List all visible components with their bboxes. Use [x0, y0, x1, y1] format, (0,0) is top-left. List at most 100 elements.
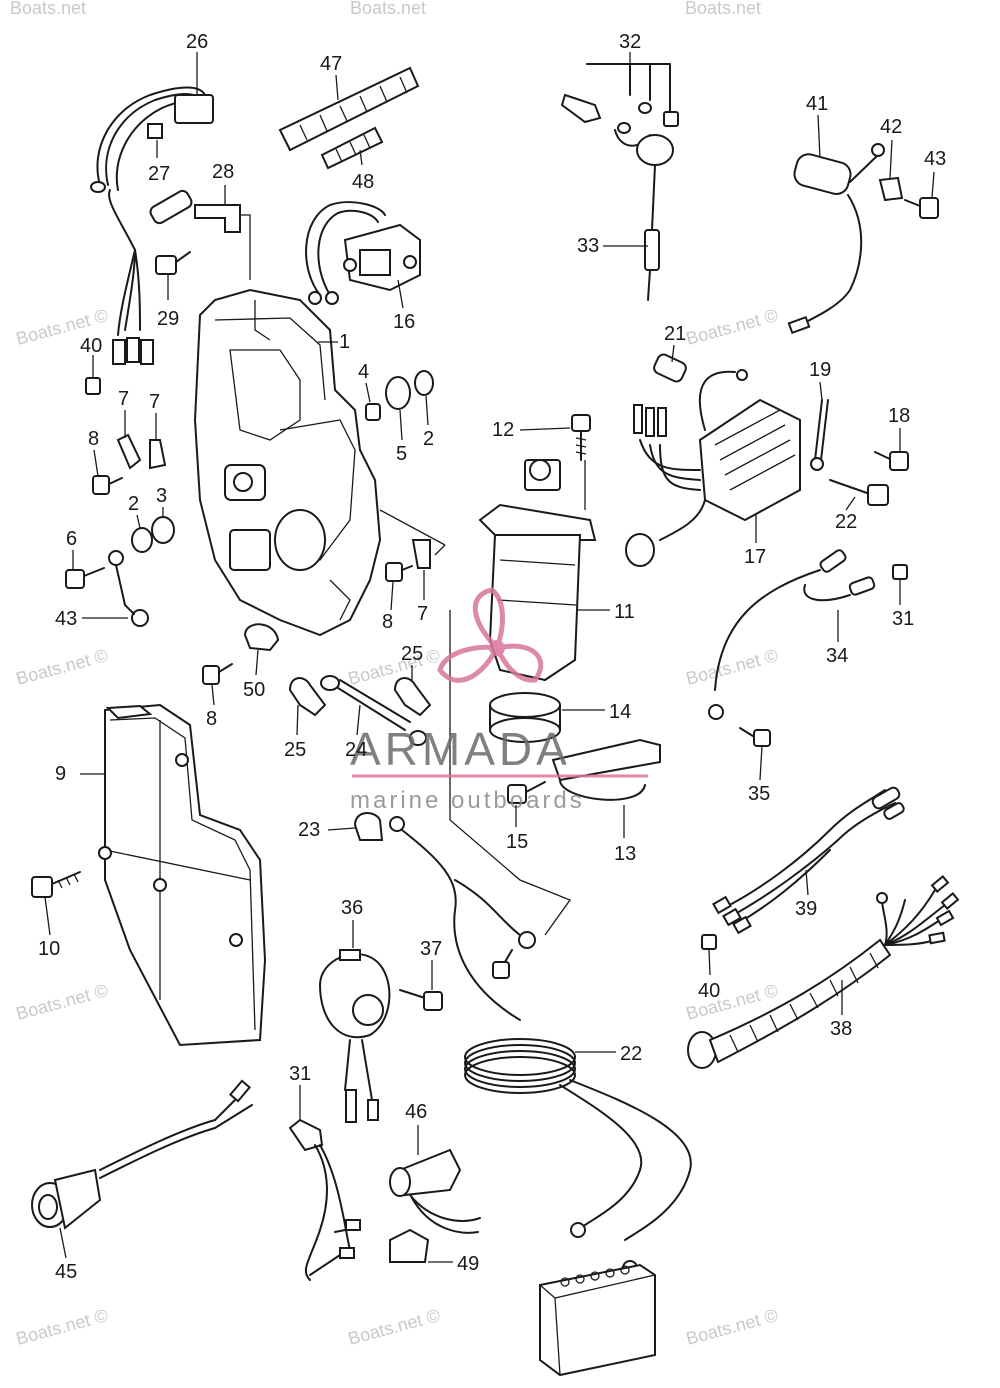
- part-39-harness: [712, 786, 905, 935]
- part-label: 43: [55, 608, 77, 630]
- part-33-lamp: [614, 129, 674, 301]
- watermark-text: Boats.net ©: [684, 305, 780, 349]
- part-labels: 26 27 28 29 40 7 7 8 2 3 6 43 1 4 5 2 8: [38, 31, 946, 1283]
- watermark-text: Boats.net ©: [346, 1305, 442, 1349]
- part-label: 16: [393, 311, 415, 333]
- part-17-rectifier: [625, 369, 801, 567]
- part-16-solenoid: [305, 201, 421, 305]
- part-label: 36: [341, 897, 363, 919]
- part-40-nut: [85, 377, 101, 395]
- part-label: 40: [698, 980, 720, 1002]
- part-4-5-grommet: [365, 376, 411, 421]
- part-label: 28: [212, 161, 234, 183]
- part-6-44-ground: [65, 550, 149, 627]
- part-38-main-harness: [687, 875, 960, 1069]
- part-label: 17: [744, 546, 766, 568]
- watermark-text: Boats.net: [685, 0, 761, 18]
- watermark-text: Boats.net ©: [684, 1305, 780, 1349]
- part-label: 5: [396, 443, 407, 465]
- part-20-cap: [653, 353, 687, 383]
- part-label: 39: [795, 898, 817, 920]
- part-9-cover: [98, 703, 267, 1047]
- watermark-layer: Boats.net Boats.net Boats.net Boats.net …: [10, 0, 780, 1349]
- part-label: 34: [826, 645, 848, 667]
- part-28-bracket: [194, 204, 251, 280]
- part-label: 7: [118, 388, 129, 410]
- part-label: 19: [809, 359, 831, 381]
- part-label: 46: [405, 1101, 427, 1123]
- part-18-bolt: [874, 451, 909, 471]
- part-22-battery-cable: [389, 816, 692, 1276]
- part-14-ring: [489, 692, 561, 743]
- part-label: 6: [66, 528, 77, 550]
- part-2-3-washers: [131, 370, 434, 553]
- part-label: 22: [835, 511, 857, 533]
- part-label: 47: [320, 53, 342, 75]
- part-8-bolts: [92, 475, 413, 685]
- part-25-boots: [288, 677, 432, 717]
- part-35-bolt: [739, 727, 771, 747]
- part-label: 25: [401, 643, 423, 665]
- armada-logo: ARMADA marine outboards: [350, 587, 648, 814]
- part-label: 25: [284, 739, 306, 761]
- part-label: 3: [156, 485, 167, 507]
- part-label: 8: [88, 428, 99, 450]
- part-label: 10: [38, 938, 60, 960]
- part-label: 32: [619, 31, 641, 53]
- part-24-cable: [320, 675, 427, 746]
- part-label: 38: [830, 1018, 852, 1040]
- part-label: 42: [880, 116, 902, 138]
- part-36-buzzer: [318, 949, 391, 1123]
- part-label: 31: [289, 1063, 311, 1085]
- part-15-bolt: [507, 781, 546, 804]
- part-label: 8: [206, 708, 217, 730]
- part-label: 49: [457, 1253, 479, 1275]
- part-label: 40: [80, 335, 102, 357]
- part-10-bolt: [31, 871, 81, 898]
- part-label: 45: [55, 1261, 77, 1283]
- logo-title: ARMADA: [350, 723, 571, 775]
- part-label: 35: [748, 783, 770, 805]
- part-label: 48: [352, 171, 374, 193]
- part-1-electrical-case: [193, 288, 382, 637]
- part-34-cable: [708, 549, 876, 720]
- part-19-cable: [810, 399, 829, 471]
- part-label: 8: [382, 611, 393, 633]
- part-12-bolt: [571, 414, 591, 461]
- watermark-text: Boats.net ©: [14, 980, 110, 1024]
- part-label: 29: [157, 308, 179, 330]
- part-43-bolt: [904, 197, 939, 219]
- logo-tagline: marine outboards: [350, 787, 585, 814]
- part-label: 22: [620, 1043, 642, 1065]
- leader-lines: [379, 460, 586, 936]
- watermark-text: Boats.net ©: [14, 1305, 110, 1349]
- part-label: 26: [186, 31, 208, 53]
- part-40-nut: [701, 934, 717, 950]
- part-48-switch: [389, 1148, 481, 1234]
- watermark-text: Boats.net ©: [14, 645, 110, 689]
- part-label: 33: [577, 235, 599, 257]
- watermark-text: Boats.net: [350, 0, 426, 18]
- part-label: 2: [423, 428, 434, 450]
- part-label: 37: [420, 938, 442, 960]
- part-31-switch: [288, 1118, 361, 1281]
- part-45-46-tubes: [278, 66, 420, 170]
- part-label: 18: [888, 405, 910, 427]
- part-label: 2: [128, 493, 139, 515]
- part-label: 50: [243, 679, 265, 701]
- part-29-bolt: [155, 251, 191, 275]
- part-label: 14: [609, 701, 631, 723]
- part-label: 1: [339, 331, 350, 353]
- part-label: 9: [55, 763, 66, 785]
- part-label: 12: [492, 419, 514, 441]
- part-21-bolt: [829, 479, 889, 506]
- part-49-clip: [389, 1228, 430, 1263]
- part-label: 27: [148, 163, 170, 185]
- part-41-coil: [787, 143, 885, 335]
- watermark-text: Boats.net: [10, 0, 86, 18]
- part-37-bolt: [399, 989, 443, 1011]
- part-label: 23: [298, 819, 320, 841]
- part-label: 24: [345, 739, 367, 761]
- part-42-plate: [878, 176, 904, 202]
- part-label: 7: [149, 391, 160, 413]
